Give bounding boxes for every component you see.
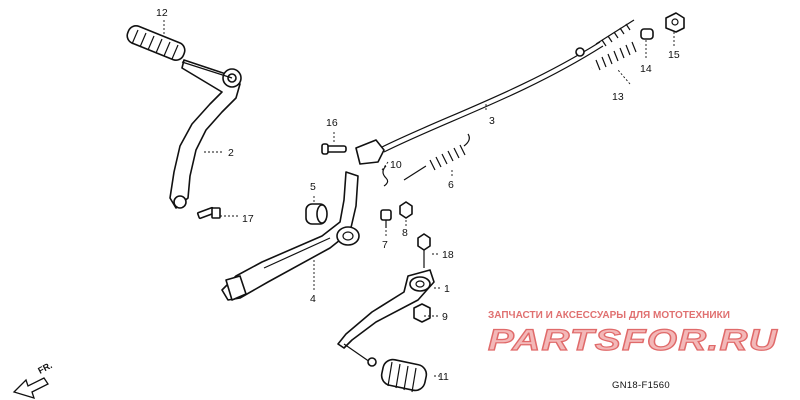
watermark: ЗАПЧАСТИ И АКСЕССУАРЫ ДЛЯ МОТОТЕХНИКИ PA…	[487, 310, 778, 358]
callout-numbers: 12 2 3 4 5 6 7 8 9 10 11 13 14 15 16 17 …	[156, 7, 680, 383]
callout-11: 11	[438, 371, 449, 383]
front-direction-arrow: FR.	[12, 360, 54, 399]
callout-8: 8	[402, 227, 408, 239]
leader-lines	[163, 20, 675, 377]
callout-13: 13	[612, 91, 624, 103]
step-rubber-11-part	[380, 358, 428, 393]
adjusting-nut-15-part	[665, 12, 685, 33]
brake-pedal-4-part	[221, 171, 360, 301]
callout-15: 15	[668, 49, 680, 61]
nut-8-part	[399, 201, 413, 219]
front-direction-label: FR.	[36, 360, 53, 376]
drawing-code: GN18-F1560	[612, 380, 670, 391]
kick-starter-rubber-part	[126, 25, 186, 61]
watermark-caption: ЗАПЧАСТИ И АКСЕССУАРЫ ДЛЯ МОТОТЕХНИКИ	[488, 310, 730, 321]
bush-5-part	[305, 203, 328, 225]
bolt-7-part	[380, 209, 392, 228]
callout-17: 17	[242, 213, 254, 225]
callout-2: 2	[228, 147, 234, 159]
step-bar-1-part	[337, 269, 435, 367]
callout-18: 18	[442, 249, 454, 261]
bolt-17-part	[196, 206, 221, 220]
nut-9-part	[413, 303, 431, 323]
spacer-14-part	[640, 28, 654, 40]
cable-spring-13-part	[591, 41, 641, 71]
callout-14: 14	[640, 63, 652, 75]
brake-cable-part	[379, 19, 635, 153]
callout-3: 3	[489, 115, 495, 127]
kick-starter-arm-part	[169, 59, 242, 209]
callout-9: 9	[442, 311, 448, 323]
watermark-logo: PARTSFOR.RU	[488, 324, 778, 357]
pin-16-part	[321, 143, 347, 155]
callout-7: 7	[382, 239, 388, 251]
callout-1: 1	[444, 283, 450, 295]
brake-return-spring-6-part	[403, 133, 470, 181]
bolt-18-part	[417, 233, 431, 268]
cable-joint-10-part	[355, 139, 389, 187]
callout-5: 5	[310, 181, 316, 193]
callout-16: 16	[326, 117, 338, 129]
callout-12: 12	[156, 7, 168, 19]
callout-4: 4	[310, 293, 316, 305]
callout-6: 6	[448, 179, 454, 191]
callout-10: 10	[390, 159, 402, 171]
